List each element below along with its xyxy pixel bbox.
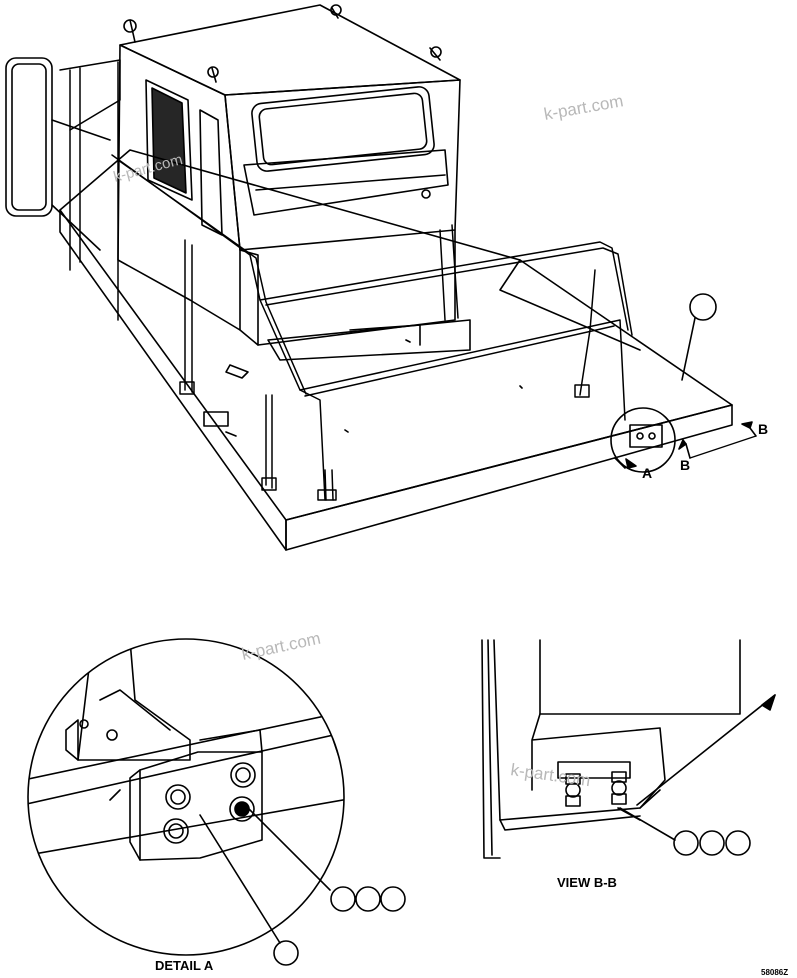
cut-line-bb <box>636 694 776 806</box>
main-view <box>5 4 757 551</box>
callout-balloon-4 <box>273 940 299 966</box>
platform-front-face <box>285 404 733 551</box>
cab <box>117 4 471 361</box>
callout-balloon-2 <box>355 886 381 912</box>
section-letter-b-right: B <box>758 421 768 437</box>
drawing-number: 58086Z <box>761 968 788 977</box>
arrow-a <box>625 458 637 469</box>
leader-line-item <box>199 814 281 944</box>
bolt-group <box>163 762 256 844</box>
view-bb <box>481 639 776 859</box>
section-bb-line <box>678 421 757 459</box>
callout-balloon-bb-2 <box>699 830 725 856</box>
callout-balloon-bb-3 <box>725 830 751 856</box>
detail-a-circle <box>27 638 345 956</box>
leader-line-group <box>245 805 331 891</box>
detail-a-indicator-circle <box>610 407 676 473</box>
callout-balloon-3 <box>380 886 406 912</box>
section-letter-b-left: B <box>680 457 690 473</box>
watermark-detail-a: k-part.com <box>240 629 322 664</box>
callout-balloon-1 <box>330 886 356 912</box>
side-mirror <box>5 57 111 251</box>
platform-side-face <box>59 209 287 551</box>
detail-a <box>27 638 406 966</box>
handrails <box>59 59 633 501</box>
watermark-view-bb: k-part.com <box>509 760 591 790</box>
view-bb-caption: VIEW B-B <box>557 875 617 890</box>
detail-a-caption: DETAIL A <box>155 958 214 973</box>
section-letter-a: A <box>642 465 652 481</box>
leader-line-bb <box>619 807 676 841</box>
callout-balloon-bb-1 <box>673 830 699 856</box>
watermark-top-right: k-part.com <box>542 91 624 124</box>
item-callout-balloon <box>689 293 717 321</box>
